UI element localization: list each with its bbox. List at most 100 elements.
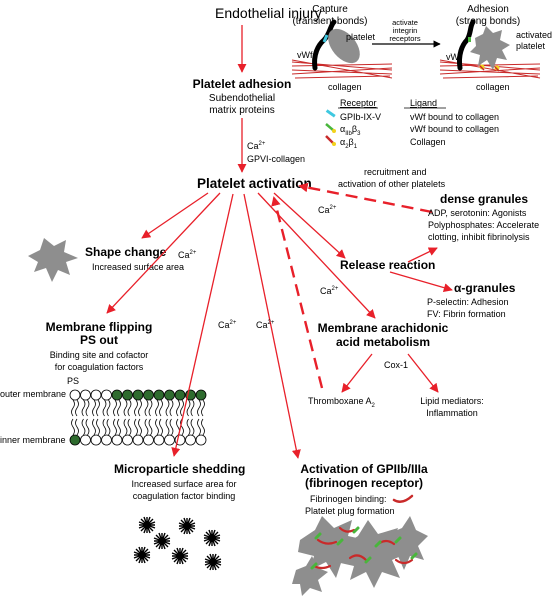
- ligand-row-2: vWf bound to collagen: [410, 124, 499, 134]
- inner-lipid-head: [195, 434, 207, 446]
- outer-lipid-head: [153, 389, 165, 401]
- membrane-flipping-sub2: for coagulation factors: [55, 362, 144, 372]
- adhesion-activated-label-2: platelet: [516, 41, 546, 51]
- lipid-tail: [75, 418, 79, 436]
- lipid-tail: [186, 418, 191, 436]
- adhesion-panel-title: Adhesion: [467, 4, 509, 15]
- microparticle-title: Microparticle shedding: [114, 462, 245, 476]
- lipid-tail: [85, 399, 90, 417]
- lipid-tail: [123, 399, 128, 417]
- platelet-activation-title: Platelet activation: [197, 176, 312, 191]
- lipid-mediators-l2: Inflammation: [426, 408, 478, 418]
- gpiib-title1: Activation of GPIIb/IIIa: [300, 462, 428, 476]
- inner-lipid-head: [69, 434, 81, 446]
- gpiib-sub2: Platelet plug formation: [305, 506, 395, 516]
- lipid-tail: [75, 399, 79, 417]
- inner-lipid-head: [122, 434, 133, 446]
- endothelial-injury-label: Endothelial injury: [215, 5, 322, 21]
- arrow-recruitment-dashed: [298, 182, 433, 214]
- alpha-granules-l2: FV: Fibrin formation: [427, 309, 506, 319]
- inner-lipid-head: [111, 434, 123, 446]
- lipid-tail: [176, 399, 180, 417]
- lipid-tail: [134, 418, 138, 436]
- arrow-arach-to-thromboxane: [341, 353, 373, 393]
- ca-micro-label: Ca2+: [218, 320, 237, 330]
- lipid-tail: [159, 399, 163, 417]
- inner-lipid-head: [164, 434, 175, 446]
- ca-gpvi-ca: Ca: [247, 141, 259, 151]
- receptor-header: Receptor: [340, 98, 377, 108]
- lipid-tail: [144, 399, 149, 417]
- lipid-tail: [81, 418, 86, 436]
- outer-lipid-head: [132, 389, 144, 401]
- arrow-activation-to-release: [273, 192, 346, 259]
- recruit-line1: recruitment and: [364, 167, 427, 177]
- ligand-header: Ligand: [410, 98, 437, 108]
- arrow-activation-to-shape: [141, 192, 209, 239]
- outer-lipid-head: [174, 389, 186, 401]
- adhesion-vwf-label: vWf: [446, 52, 462, 62]
- lipid-tail: [134, 399, 138, 417]
- microparticle-sub2: coagulation factor binding: [133, 491, 236, 501]
- cox-label: Cox-1: [384, 360, 408, 370]
- capture-gpib: [322, 34, 329, 43]
- adhesion-panel-sub: (strong bonds): [456, 16, 520, 27]
- lipid-tail: [71, 418, 75, 436]
- inner-lipid-head: [80, 434, 91, 446]
- lipid-tail: [96, 418, 100, 436]
- capture-title: Capture: [312, 4, 348, 15]
- ligand-row-3: Collagen: [410, 137, 446, 147]
- dense-granules-title: dense granules: [440, 192, 528, 206]
- gpib-swatch-icon: [325, 109, 336, 118]
- lipid-tail: [138, 399, 142, 417]
- adhesion-gpib-marker: [468, 37, 471, 42]
- arachidonic-title1: Membrane arachidonic: [318, 321, 449, 335]
- inner-lipid-head: [143, 434, 154, 446]
- thromboxane-main: Thromboxane A: [308, 396, 372, 406]
- inner-lipid-head: [90, 434, 102, 446]
- lipid-tail: [92, 399, 96, 417]
- microparticles-graphic: [133, 516, 222, 571]
- lipid-tail: [117, 418, 121, 436]
- lipid-tail: [155, 399, 159, 417]
- thromboxane-sub: 2: [372, 403, 376, 409]
- arrow-thromboxane-feedback-dashed: [271, 196, 324, 389]
- shape-change-title: Shape change: [85, 245, 167, 259]
- lipid-tail: [180, 399, 184, 417]
- outer-lipid-head: [195, 389, 207, 401]
- lipid-tail: [201, 418, 205, 436]
- platelet-adhesion-sub2: matrix proteins: [209, 105, 275, 116]
- lipid-tail: [117, 399, 121, 417]
- platelet-aggregate-graphic: [292, 516, 428, 596]
- adhesion-activated-platelet: [470, 26, 510, 70]
- outer-lipid-head: [111, 389, 123, 401]
- capture-collagen: [291, 59, 393, 79]
- lipid-tail: [169, 418, 174, 436]
- ca-release-label: Ca2+: [318, 205, 337, 215]
- alpha-granules-l1: P-selectin: Adhesion: [427, 297, 509, 307]
- lipid-tail: [106, 399, 111, 417]
- inner-lipid-head: [153, 434, 165, 446]
- outer-lipid-head: [80, 389, 91, 401]
- ca-arach-label: Ca2+: [320, 286, 339, 296]
- capture-vwf-label: vWf: [297, 50, 313, 60]
- lipid-tail: [92, 418, 96, 436]
- lipid-tail: [186, 399, 191, 417]
- inner-membrane-label: inner membrane: [0, 435, 66, 445]
- adhesion-collagen-label: collagen: [476, 82, 510, 92]
- lipid-tail: [102, 399, 107, 417]
- capture-collagen-label: collagen: [328, 82, 362, 92]
- inner-lipid-head: [185, 434, 196, 446]
- dense-granules-l3: clotting, inhibit fibrinolysis: [428, 232, 530, 242]
- lipid-tail: [127, 418, 132, 436]
- inner-lipid-head: [101, 434, 112, 446]
- ligand-row-1: vWf bound to collagen: [410, 112, 499, 122]
- lipid-tail: [127, 399, 132, 417]
- adhesion-integrin-red: [479, 65, 500, 72]
- integrin-aiib-swatch-icon: [325, 123, 336, 133]
- dense-granules-l2: Polyphosphates: Accelerate: [428, 220, 539, 230]
- inner-lipid-head: [132, 434, 144, 446]
- dense-granules-l1: ADP, serotonin: Agonists: [428, 208, 527, 218]
- outer-membrane-label: outer membrane: [0, 389, 66, 399]
- release-reaction-title: Release reaction: [340, 258, 435, 272]
